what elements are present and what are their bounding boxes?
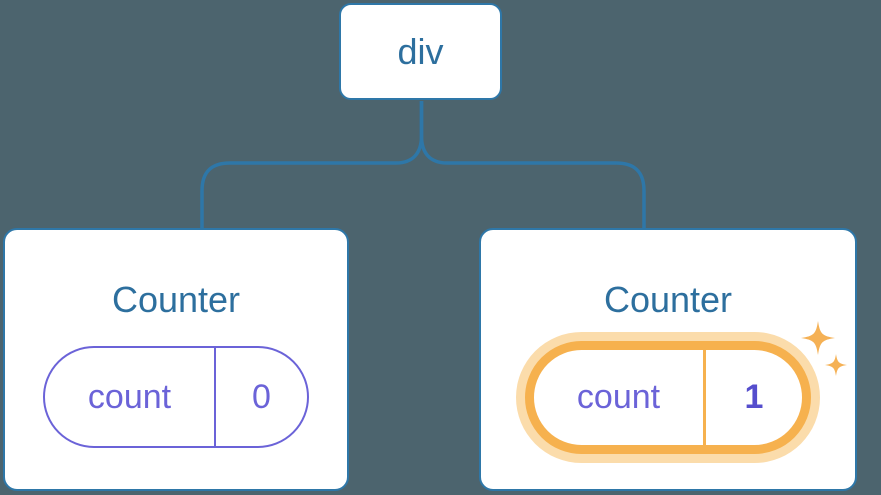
state-pill: count 0 <box>43 346 309 448</box>
branch-left-line <box>200 101 424 229</box>
sparkle-large-icon <box>801 321 835 355</box>
counter-node-right: Counter count 1 <box>479 228 857 491</box>
state-value-cell: 0 <box>252 377 271 416</box>
state-key-cell: count <box>534 350 706 445</box>
div-node-label: div <box>397 30 444 72</box>
component-name: Counter <box>603 279 733 320</box>
sparkle-small-icon <box>825 354 847 376</box>
counter-node-left: Counter count 0 <box>3 228 349 491</box>
sparkles-icon <box>801 321 847 376</box>
component-name: Counter <box>111 279 241 320</box>
state-pill-highlighted: count 1 <box>525 341 811 454</box>
div-node: div <box>339 3 502 100</box>
state-value-cell: 1 <box>744 378 764 416</box>
branch-right-line <box>419 101 646 229</box>
state-key-cell: count <box>45 348 216 446</box>
